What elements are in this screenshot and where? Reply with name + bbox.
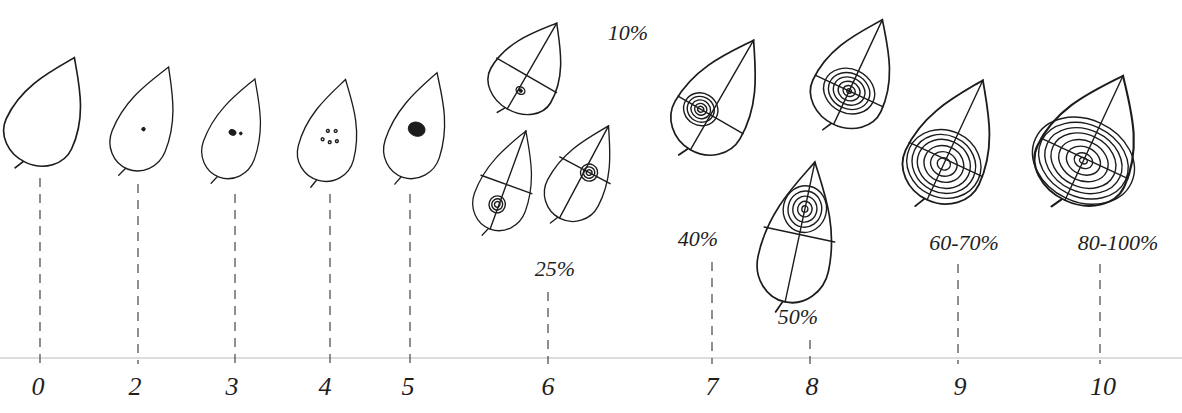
percent-label: 10% bbox=[608, 22, 648, 44]
leaf-grade-6 bbox=[473, 6, 586, 133]
percent-label: 80-100% bbox=[1078, 232, 1159, 254]
leaf-grade-6 bbox=[530, 112, 633, 239]
leaf-grade-7 bbox=[653, 21, 786, 177]
percent-label: 60-70% bbox=[929, 232, 999, 254]
scale-number: 4 bbox=[319, 374, 332, 400]
leaf-grade-5 bbox=[373, 64, 464, 195]
scale-number: 9 bbox=[954, 374, 967, 400]
leader-lines bbox=[40, 178, 1100, 364]
leaf-grade-9 bbox=[886, 63, 1020, 227]
percent-label: 25% bbox=[535, 258, 575, 280]
scale-number: 7 bbox=[706, 374, 719, 400]
scale-axis bbox=[0, 358, 1182, 359]
scale-number: 3 bbox=[226, 374, 239, 400]
scale-number: 5 bbox=[402, 374, 415, 400]
leaf-grade-10 bbox=[1012, 53, 1171, 232]
scale-number: 6 bbox=[542, 374, 555, 400]
scale-number: 8 bbox=[806, 374, 819, 400]
percent-label: 50% bbox=[778, 306, 818, 328]
healthy-leaf bbox=[0, 42, 107, 186]
leaf-grade-4 bbox=[289, 72, 373, 196]
leaf-grade-3 bbox=[191, 70, 280, 195]
leaf-grade-2 bbox=[98, 56, 195, 188]
scale-number: 2 bbox=[129, 374, 142, 400]
scale-number: 10 bbox=[1090, 374, 1116, 400]
scale-number: 0 bbox=[32, 374, 45, 400]
leaf-grade-8 bbox=[796, 4, 917, 149]
leaf-grade-8 bbox=[747, 155, 850, 321]
leaf-grade-6 bbox=[462, 122, 551, 247]
percent-label: 40% bbox=[678, 228, 718, 250]
